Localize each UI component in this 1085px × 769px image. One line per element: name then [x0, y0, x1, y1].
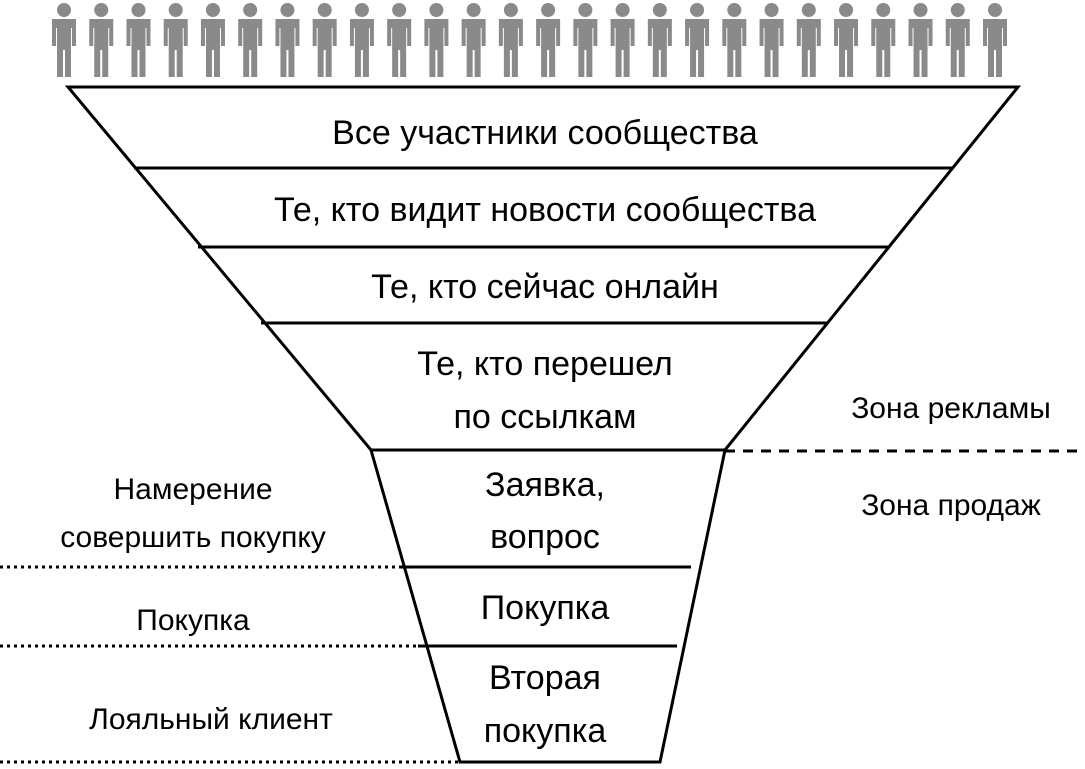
person-icon — [796, 3, 821, 77]
zone-label-sales: Зона продаж — [861, 489, 1041, 522]
person-icon — [461, 3, 486, 77]
person-icon — [536, 3, 561, 77]
stage-label-second-purchase-line2: покупка — [484, 712, 607, 750]
stage-label-clicked-links-line1: Те, кто перешел — [417, 345, 673, 383]
person-icon — [908, 3, 933, 77]
left-label-intent-line1: Намерение — [113, 473, 272, 506]
stage-label-request-line1: Заявка, — [485, 466, 605, 504]
person-icon — [424, 3, 449, 77]
person-icon — [387, 3, 412, 77]
person-icon — [349, 3, 374, 77]
stage-label-online: Те, кто сейчас онлайн — [371, 268, 719, 306]
person-icon — [685, 3, 710, 77]
left-label-intent-line2: совершить покупку — [60, 521, 326, 554]
person-icon — [945, 3, 970, 77]
stage-label-all-members: Все участники сообщества — [332, 114, 758, 152]
zone-label-ads: Зона рекламы — [851, 392, 1051, 425]
stage-label-clicked-links-line2: по ссылкам — [454, 398, 637, 436]
person-icon — [275, 3, 300, 77]
audience-people-row — [52, 3, 1007, 77]
stage-label-see-news: Те, кто видит новости сообщества — [274, 191, 816, 229]
person-icon — [759, 3, 784, 77]
person-icon — [498, 3, 523, 77]
stage-label-request-line2: вопрос — [490, 518, 600, 556]
person-icon — [610, 3, 635, 77]
person-icon — [126, 3, 151, 77]
person-icon — [983, 3, 1007, 77]
funnel-lower-outline — [369, 448, 727, 764]
person-icon — [647, 3, 672, 77]
person-icon — [238, 3, 263, 77]
person-icon — [573, 3, 598, 77]
person-icon — [52, 3, 76, 77]
stage-label-second-purchase-line1: Вторая — [489, 659, 601, 697]
person-icon — [200, 3, 225, 77]
left-label-purchase: Покупка — [136, 604, 250, 637]
stage-label-purchase: Покупка — [481, 589, 610, 627]
person-icon — [834, 3, 859, 77]
person-icon — [163, 3, 188, 77]
left-label-loyal-client: Лояльный клиент — [89, 703, 333, 736]
person-icon — [871, 3, 896, 77]
person-icon — [722, 3, 747, 77]
person-icon — [312, 3, 337, 77]
person-icon — [89, 3, 114, 77]
